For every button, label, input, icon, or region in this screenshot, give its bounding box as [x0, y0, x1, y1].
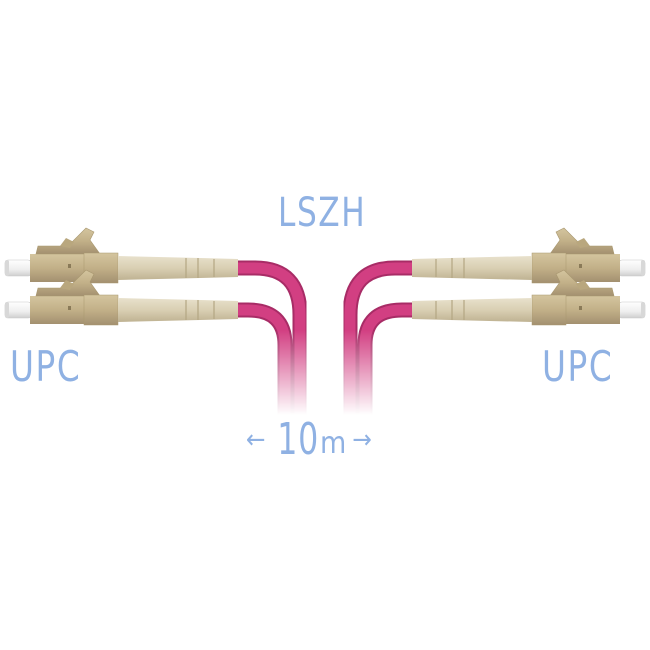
jacket-type-label: LSZH [278, 190, 367, 236]
right-polish-label: UPC [542, 342, 614, 391]
cable-length-indicator: ← 10 m → [246, 414, 372, 465]
cable-right [342, 260, 414, 420]
length-value: 10 [276, 414, 319, 465]
arrow-right-icon: → [352, 425, 372, 455]
lc-connector-left-top [4, 227, 239, 284]
left-polish-label: UPC [10, 342, 82, 391]
length-unit: m [319, 426, 347, 461]
arrow-left-icon: ← [246, 425, 266, 455]
cable-left [236, 260, 308, 420]
lc-connector-right-top [411, 227, 646, 284]
